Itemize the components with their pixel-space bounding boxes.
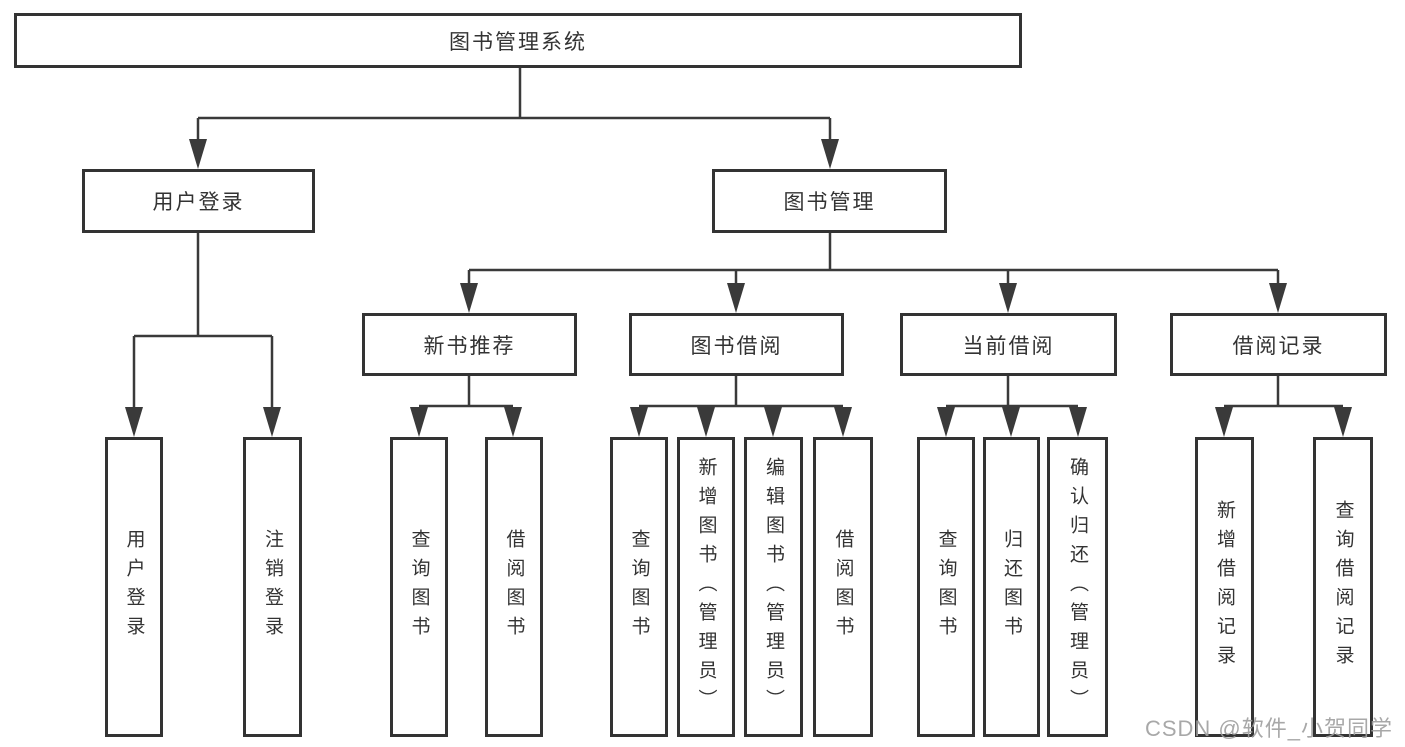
leaf-query-books-borrowing: 查询图书 [610, 437, 668, 737]
leaf-borrow-books: 借阅图书 [813, 437, 873, 737]
leaf-user-login: 用户登录 [105, 437, 163, 737]
csdn-watermark: CSDN @软件_小贺同学 [1144, 716, 1393, 741]
leaf-logout-label: 注销登录 [262, 529, 283, 645]
node-book-management-label: 图书管理 [783, 191, 876, 214]
connector-book-borrow-to-leaves [639, 376, 843, 408]
connector-borrow-records-to-leaves [1224, 376, 1343, 408]
leaf-query-books-recommend: 查询图书 [390, 437, 448, 737]
leaf-query-books-current-label: 查询图书 [935, 529, 957, 645]
leaf-query-borrow-record-label: 查询借阅记录 [1332, 500, 1354, 674]
node-book-borrowing: 图书借阅 [629, 313, 844, 376]
leaf-confirm-return-admin: 确认归还（管理员） [1047, 437, 1108, 737]
leaf-query-books-borrowing-label: 查询图书 [628, 529, 650, 645]
leaf-edit-books-admin-label: 编辑图书（管理员） [763, 456, 784, 718]
leaf-return-books-label: 归还图书 [1001, 529, 1022, 645]
connector-root-to-level2 [196, 68, 832, 141]
connector-new-books-to-leaves [419, 376, 513, 408]
leaf-user-login-label: 用户登录 [123, 529, 145, 645]
leaf-query-books-current: 查询图书 [917, 437, 975, 737]
leaf-confirm-return-admin-label: 确认归还（管理员） [1067, 456, 1088, 718]
node-current-borrowing-label: 当前借阅 [962, 334, 1055, 358]
leaf-query-borrow-record: 查询借阅记录 [1313, 437, 1373, 737]
node-book-borrowing-label: 图书借阅 [690, 334, 783, 358]
node-user-login: 用户登录 [82, 169, 315, 233]
leaf-query-books-recommend-label: 查询图书 [408, 529, 430, 645]
node-user-login-label: 用户登录 [152, 191, 245, 214]
node-borrow-records: 借阅记录 [1170, 313, 1387, 376]
leaf-add-books-admin-label: 新增图书（管理员） [695, 456, 717, 718]
leaf-borrow-books-recommend-label: 借阅图书 [503, 529, 525, 645]
node-new-book-recommend-label: 新书推荐 [423, 334, 516, 358]
connector-current-borrow-to-leaves [946, 376, 1078, 408]
leaf-return-books: 归还图书 [983, 437, 1040, 737]
connector-book-mgmt-to-level3 [467, 233, 1280, 285]
node-current-borrowing: 当前借阅 [900, 313, 1117, 376]
node-root-label: 图书管理系统 [449, 30, 587, 54]
leaf-edit-books-admin: 编辑图书（管理员） [744, 437, 803, 737]
node-root-library-system: 图书管理系统 [14, 13, 1022, 68]
leaf-add-borrow-record-label: 新增借阅记录 [1214, 500, 1235, 674]
node-borrow-records-label: 借阅记录 [1232, 334, 1325, 358]
leaf-add-books-admin: 新增图书（管理员） [677, 437, 735, 737]
leaf-add-borrow-record: 新增借阅记录 [1195, 437, 1254, 737]
node-book-management: 图书管理 [712, 169, 947, 233]
leaf-logout: 注销登录 [243, 437, 302, 737]
arrowheads [125, 139, 1352, 437]
leaf-borrow-books-recommend: 借阅图书 [485, 437, 543, 737]
leaf-borrow-books-label: 借阅图书 [832, 529, 854, 645]
connector-user-login-to-leaves [132, 233, 274, 409]
node-new-book-recommend: 新书推荐 [362, 313, 577, 376]
